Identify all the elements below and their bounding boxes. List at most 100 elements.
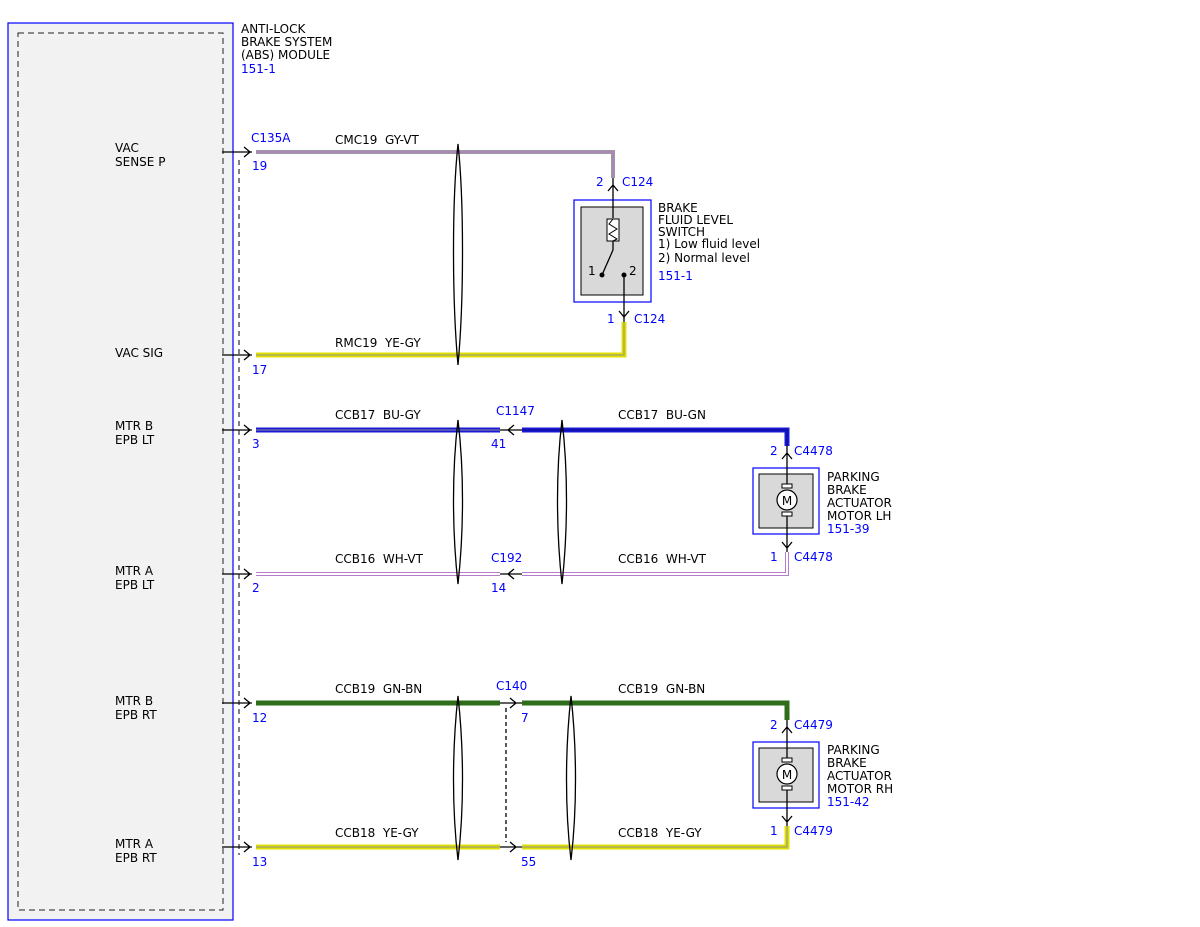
abs-module-title-line-2: BRAKE SYSTEM xyxy=(241,35,332,49)
switch-top-pin-arrow xyxy=(607,178,619,218)
motor-rh-title-line-3: ACTUATOR xyxy=(827,769,892,783)
motor-lh-title-line-3: ACTUATOR xyxy=(827,496,892,510)
motor-rh-brush-top xyxy=(781,757,793,763)
motor-lh-top-connector: C4478 xyxy=(794,444,833,458)
inline-connector-c192-name: C192 xyxy=(491,551,522,565)
abs-module-inner-dashed xyxy=(17,32,224,911)
motor-lh-top-pin: 2 xyxy=(770,444,778,458)
pin-arrow-17 xyxy=(222,349,252,361)
wire-label-ccb19-motor: CCB19 GN-BN xyxy=(618,682,705,696)
pin-number-3: 3 xyxy=(252,437,260,451)
parking-brake-motor-lh: M 2 C4478 1 C4478 PARKING BRAKE ACTUATOR… xyxy=(752,444,892,564)
switch-contact-1 xyxy=(599,272,605,278)
switch-ref: 151-1 xyxy=(658,269,693,283)
abs-module-title-line-3: (ABS) MODULE xyxy=(241,48,330,62)
inline-connector-c1147-name: C1147 xyxy=(496,404,535,418)
motor-lh-brush-top xyxy=(781,483,793,489)
inline-connector-c1147-pin: 41 xyxy=(491,437,506,451)
motor-rh-ref: 151-42 xyxy=(827,795,870,809)
pin-number-17: 17 xyxy=(252,363,267,377)
wire-labels: CMC19 GY-VT RMC19 YE-GY CCB17 BU-GY CCB1… xyxy=(335,133,707,840)
motor-rh-title-line-1: PARKING xyxy=(827,743,880,757)
motor-lh-bottom-pin: 1 xyxy=(770,550,778,564)
twist-loop-epb-lt-left xyxy=(452,419,464,585)
pin-label-mtr-b-epb-lt-1: MTR B xyxy=(115,419,153,433)
pin-label-mtr-b-epb-lt-2: EPB LT xyxy=(115,433,155,447)
inline-connector-labels: C1147 41 C192 14 C140 7 55 xyxy=(491,404,536,869)
twist-loop-vac xyxy=(452,143,464,366)
pin-label-mtr-a-epb-lt-1: MTR A xyxy=(115,564,154,578)
inline-connector-c1147-symbol xyxy=(500,424,522,436)
wire-rmc19 xyxy=(256,322,627,358)
wire-label-ccb17-bu-gn: CCB17 BU-GN xyxy=(618,408,706,422)
abs-pin-arrows xyxy=(222,146,252,853)
wire-label-ccb16-abs: CCB16 WH-VT xyxy=(335,552,424,566)
wire-ccb17-motor xyxy=(522,427,790,446)
switch-title-line-5: 2) Normal level xyxy=(658,251,750,265)
motor-rh-top-connector: C4479 xyxy=(794,718,833,732)
abs-module-outline xyxy=(7,22,234,921)
wire-ccb16-motor-stripe xyxy=(522,552,788,575)
pin-arrow-19 xyxy=(222,146,252,158)
motor-lh-inner-box xyxy=(758,473,814,529)
wire-label-cmc19: CMC19 GY-VT xyxy=(335,133,419,147)
inline-connector-c192-symbol xyxy=(500,568,522,580)
pin-label-vac-sense-p-1: VAC xyxy=(115,141,139,155)
pin-label-mtr-a-epb-rt-2: EPB RT xyxy=(115,851,157,865)
motor-lh-symbol-circle xyxy=(776,489,798,511)
connector-c135a: C135A xyxy=(251,131,291,145)
inline-connector-c140-symbol xyxy=(500,697,522,709)
twist-loop-epb-rt-right xyxy=(565,695,577,861)
switch-contact-1-label: 1 xyxy=(588,264,596,278)
twist-loop-epb-rt-left xyxy=(452,695,464,861)
pin-number-12: 12 xyxy=(252,711,267,725)
switch-bottom-connector: C124 xyxy=(634,312,665,326)
pin-arrow-3 xyxy=(222,424,252,436)
wire-ccb17-motor-stripe xyxy=(522,429,788,446)
switch-title-line-2: FLUID LEVEL xyxy=(658,213,733,227)
motor-rh-top-pin-arrow xyxy=(781,720,793,758)
inline-connector-55-symbol xyxy=(500,841,522,853)
pin-arrow-12 xyxy=(222,697,252,709)
motor-rh-bottom-pin: 1 xyxy=(770,824,778,838)
pin-label-mtr-b-epb-rt-2: EPB RT xyxy=(115,708,157,722)
parking-brake-motor-rh: M 2 C4479 1 C4479 PARKING BRAKE ACTUATOR… xyxy=(752,718,893,838)
pin-number-13: 13 xyxy=(252,855,267,869)
motor-lh-brush-bottom xyxy=(781,511,793,517)
motor-lh-ref: 151-39 xyxy=(827,522,870,536)
abs-pin-labels: VAC SENSE P VAC SIG MTR B EPB LT MTR A E… xyxy=(115,141,165,865)
brake-fluid-level-switch: 1 2 2 C124 1 C124 BRAKE FLUID LEVEL SWIT… xyxy=(573,175,760,326)
inline-connector-c192-pin: 14 xyxy=(491,581,506,595)
wire-cmc19-stripe xyxy=(256,151,614,178)
motor-rh-symbol-circle xyxy=(776,763,798,785)
abs-module: ANTI-LOCK BRAKE SYSTEM (ABS) MODULE 151-… xyxy=(7,22,332,921)
wire-label-ccb17-bu-gy: CCB17 BU-GY xyxy=(335,408,421,422)
wire-label-ccb19-abs: CCB19 GN-BN xyxy=(335,682,422,696)
motor-lh-top-pin-arrow xyxy=(781,446,793,484)
switch-title-line-3: SWITCH xyxy=(658,225,705,239)
motor-lh-title-line-1: PARKING xyxy=(827,470,880,484)
motor-rh-bottom-connector: C4479 xyxy=(794,824,833,838)
switch-bottom-pin: 1 xyxy=(607,312,615,326)
wire-rmc19-stripe xyxy=(256,322,625,356)
wire-ccb18-motor-stripe xyxy=(522,826,788,848)
switch-float-zigzag xyxy=(608,218,619,242)
motor-lh-symbol: M xyxy=(782,494,792,508)
abs-pin-numbers: C135A 19 17 3 2 12 13 xyxy=(251,131,291,869)
motor-rh-bottom-pin-arrow xyxy=(781,790,793,826)
motor-lh-title-line-2: BRAKE xyxy=(827,483,867,497)
inline-connector-c140-pin: 7 xyxy=(521,711,529,725)
motor-rh-symbol: M xyxy=(782,768,792,782)
motor-lh-bottom-pin-arrow xyxy=(781,516,793,552)
pin-arrow-2 xyxy=(222,568,252,580)
abs-module-title-line-1: ANTI-LOCK xyxy=(241,22,306,36)
motor-rh-title-line-4: MOTOR RH xyxy=(827,782,893,796)
pin-label-vac-sig: VAC SIG xyxy=(115,346,163,360)
pin-arrow-13 xyxy=(222,841,252,853)
pin-label-mtr-a-epb-lt-2: EPB LT xyxy=(115,578,155,592)
motor-rh-title-line-2: BRAKE xyxy=(827,756,867,770)
inline-connectors xyxy=(500,424,522,853)
switch-blade xyxy=(601,249,614,276)
wire-cmc19 xyxy=(256,150,615,178)
pin-label-mtr-a-epb-rt-1: MTR A xyxy=(115,837,154,851)
